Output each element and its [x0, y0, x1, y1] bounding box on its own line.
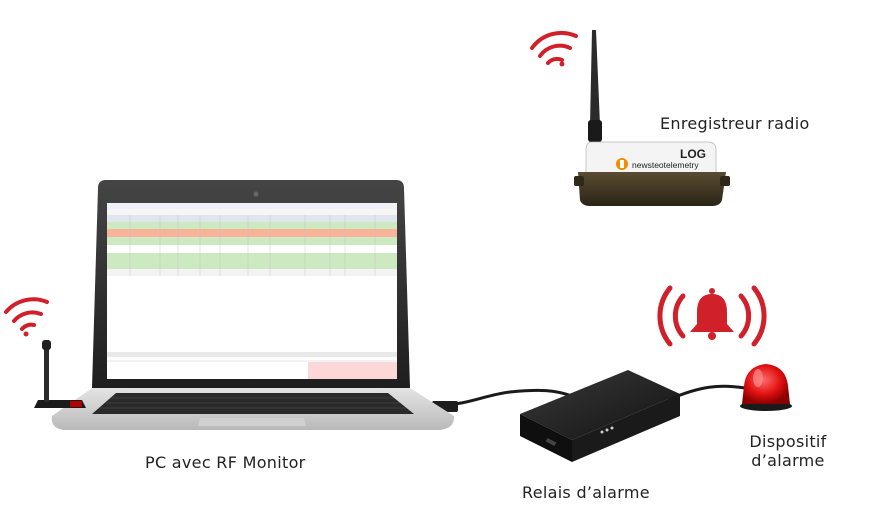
- usb-cable: [437, 388, 573, 408]
- keyboard: [92, 393, 414, 414]
- alarm-relay: [520, 370, 680, 462]
- laptop: [51, 180, 455, 430]
- logger-brand: newsteotelemetry: [632, 160, 699, 170]
- alarm-device-label: Dispositif d’alarme: [749, 432, 827, 470]
- wifi-signal-icon-pc: [4, 297, 49, 337]
- logger-label: Enregistreur radio: [660, 114, 810, 133]
- relay-label: Relais d’alarme: [522, 483, 650, 502]
- pc-label: PC avec RF Monitor: [145, 453, 306, 472]
- usb-radio-dongle: [34, 340, 86, 408]
- alarm-bell-icon: [657, 285, 767, 347]
- logger-badge: LOG: [680, 147, 706, 161]
- radio-logger: newsteotelemetry LOG: [574, 30, 730, 206]
- alarm-beacon: [740, 364, 792, 411]
- wifi-signal-icon-logger: [530, 30, 578, 67]
